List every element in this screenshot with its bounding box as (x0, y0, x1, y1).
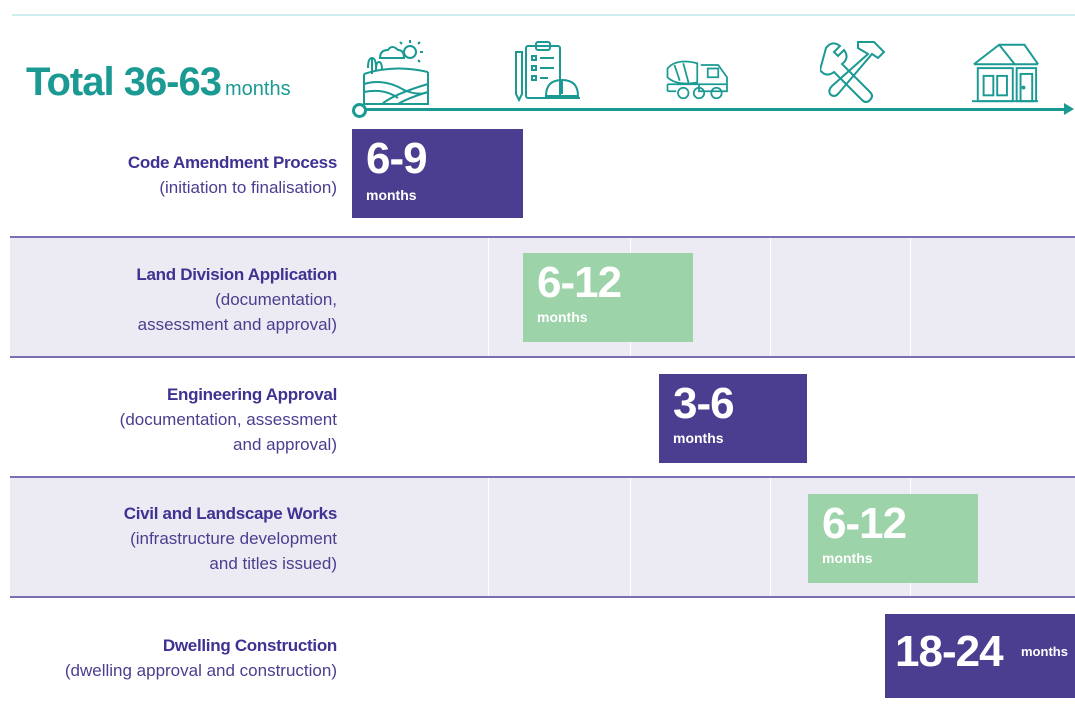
duration-bar-code-amendment: 6-9 months (352, 129, 523, 218)
stage-description: (documentation, (215, 290, 337, 309)
row-divider (10, 596, 1075, 598)
duration-bar-dwelling-construction: 18-24 months (885, 614, 1075, 698)
row-divider (10, 236, 1075, 238)
stage-description: and approval) (233, 435, 337, 454)
timeline-axis (362, 108, 1068, 111)
row-divider (10, 476, 1075, 478)
duration-range: 18-24 (895, 627, 1004, 676)
duration-range: 6-9 (366, 134, 428, 183)
duration-unit: months (366, 187, 417, 203)
stage-description: (documentation, assessment (119, 410, 337, 429)
duration-range: 6-12 (822, 499, 907, 548)
duration-range: 3-6 (673, 379, 735, 428)
duration-bar-land-division: 6-12 months (523, 253, 693, 342)
stage-title: Land Division Application (136, 265, 337, 284)
stage-title: Engineering Approval (166, 385, 337, 404)
duration-unit: months (537, 309, 588, 325)
stage-title: Civil and Landscape Works (123, 504, 338, 523)
duration-bar-civil-works: 6-12 months (808, 494, 978, 583)
stage-label-code-amendment: Code Amendment Process (initiation to fi… (128, 150, 337, 200)
stage-label-land-division: Land Division Application (documentation… (136, 262, 337, 337)
stage-label-dwelling-construction: Dwelling Construction (dwelling approval… (65, 633, 337, 683)
row-divider (10, 356, 1075, 358)
stage-description: (infrastructure development (130, 529, 337, 548)
stage-label-engineering-approval: Engineering Approval (documentation, ass… (119, 382, 338, 457)
house-icon (970, 38, 1040, 106)
total-range: Total 36-63 (26, 60, 222, 104)
wrench-hammer-icon (818, 38, 890, 106)
timeline-arrowhead (1064, 103, 1074, 115)
total-unit: months (225, 78, 291, 100)
concrete-mixer-truck-icon (664, 38, 734, 106)
stage-description: (initiation to finalisation) (159, 178, 337, 197)
stage-description: and titles issued) (209, 554, 337, 573)
clipboard-hardhat-icon (512, 38, 582, 106)
timeline-start-marker (352, 103, 367, 118)
stage-description: (dwelling approval and construction) (64, 661, 337, 680)
farmland-icon (362, 38, 432, 106)
duration-bar-engineering-approval: 3-6 months (659, 374, 807, 463)
stage-title: Code Amendment Process (127, 153, 337, 172)
duration-unit: months (1021, 644, 1068, 659)
stage-title: Dwelling Construction (162, 636, 337, 655)
stage-label-civil-works: Civil and Landscape Works (infrastructur… (123, 501, 338, 576)
duration-range: 6-12 (537, 258, 622, 307)
duration-unit: months (673, 430, 724, 446)
stage-description: assessment and approval) (137, 315, 337, 334)
top-divider (12, 14, 1075, 16)
duration-unit: months (822, 550, 873, 566)
